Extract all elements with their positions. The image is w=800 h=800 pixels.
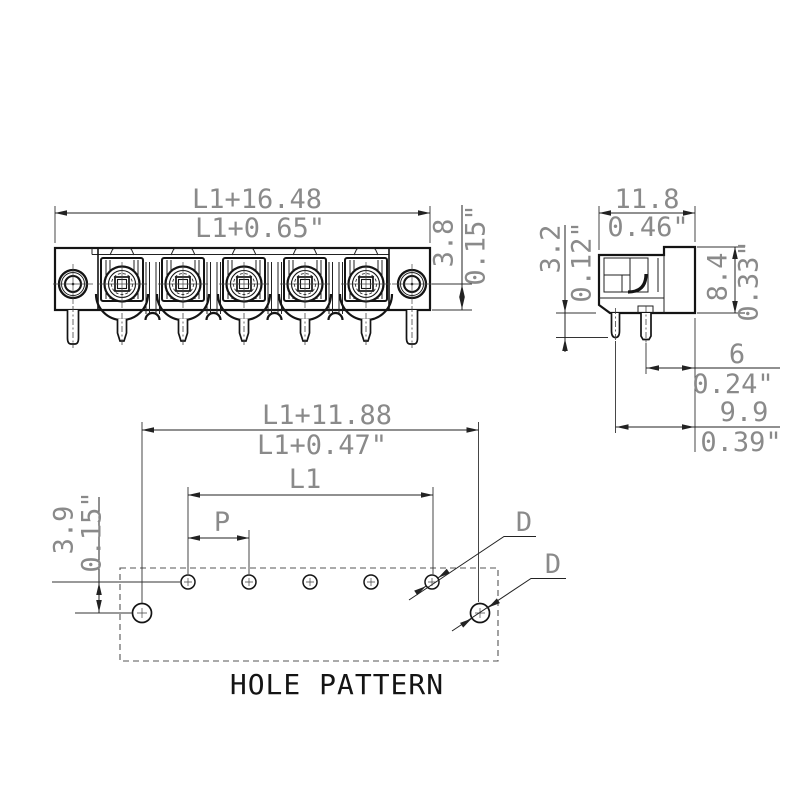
dim-side-width-mm: 11.8 [614,184,679,215]
dim-row-offset-in: 0.15" [77,491,108,572]
dim-side-pin-edge-in: 0.24" [692,369,773,400]
terminal-pole [94,247,150,348]
hole-dia-label-2: D [545,549,561,580]
dim-side-depth-mm: 9.9 [720,397,769,428]
dim-side-depth: 9.9 0.39" [615,341,782,458]
dim-front-flange-height: 3.8 0.15" [429,204,492,311]
dim-side-width-in: 0.46" [607,212,688,243]
dim-l1-label: L1 [289,464,322,495]
dim-hole-span: L1+11.88 L1+0.47" [141,400,479,603]
dim-front-height-in: 0.15" [461,204,492,285]
dim-side-width: 11.8 0.46" [598,184,696,250]
mounting-hole [469,602,491,624]
dim-front-width: L1+16.48 L1+0.65" [54,184,431,244]
dim-pitch: P [187,507,250,574]
dim-side-pin-to-edge: 6 0.24" [645,318,780,452]
dim-span-in: L1+0.47" [257,430,387,461]
dim-side-pin-edge-mm: 6 [729,339,745,370]
dim-front-width-mm: L1+16.48 [192,184,322,215]
front-view: L1+16.48 L1+0.65" 3.8 0.15" [51,184,492,350]
gap-slots [144,262,344,321]
hole-pattern-title: HOLE PATTERN [230,668,444,701]
dim-side-height: 8.4 0.33" [697,240,765,322]
terminal-pole [216,247,272,348]
solder-pin-side-center [640,313,652,341]
dim-side-pin-length: 3.2 0.12" [536,221,608,352]
dim-row-offset: 3.9 0.15" [49,491,180,614]
dim-span-mm: L1+11.88 [262,400,392,431]
dim-side-height-mm: 8.4 [703,253,734,302]
dim-row-offset-mm: 3.9 [49,506,80,555]
dim-side-pinlen-in: 0.12" [567,221,598,302]
terminal-pole [155,247,211,348]
pin-hole [180,574,196,590]
pin-hole [241,574,257,590]
clamp-mechanism [599,257,664,313]
dim-front-width-in: L1+0.65" [195,213,325,244]
terminal-pole [338,247,394,348]
dim-side-pinlen-mm: 3.2 [536,225,567,274]
hole-dia-callout-mount: D [451,549,566,632]
pcb-outline [119,567,499,662]
dim-pitch-label: P [214,507,230,538]
mounting-hole [131,602,153,624]
connector-body-side [597,245,697,345]
hole-dia-callout-pin: D [408,507,536,601]
hole-dia-label-1: D [516,507,532,538]
terminal-pole [277,247,333,348]
side-view: 11.8 0.46" 3.2 0.12" 8.4 0.33" 6 0.24" [536,184,782,458]
dim-side-height-in: 0.33" [734,240,765,321]
dim-l1: L1 [187,464,434,574]
dim-front-height-mm: 3.8 [429,219,460,268]
hole-pattern-view: L1+11.88 L1+0.47" L1 P 3.9 0.15" D [49,400,566,701]
pin-hole [424,574,440,590]
pin-hole [363,574,379,590]
pin-hole [302,574,318,590]
dim-side-depth-in: 0.39" [700,427,781,458]
